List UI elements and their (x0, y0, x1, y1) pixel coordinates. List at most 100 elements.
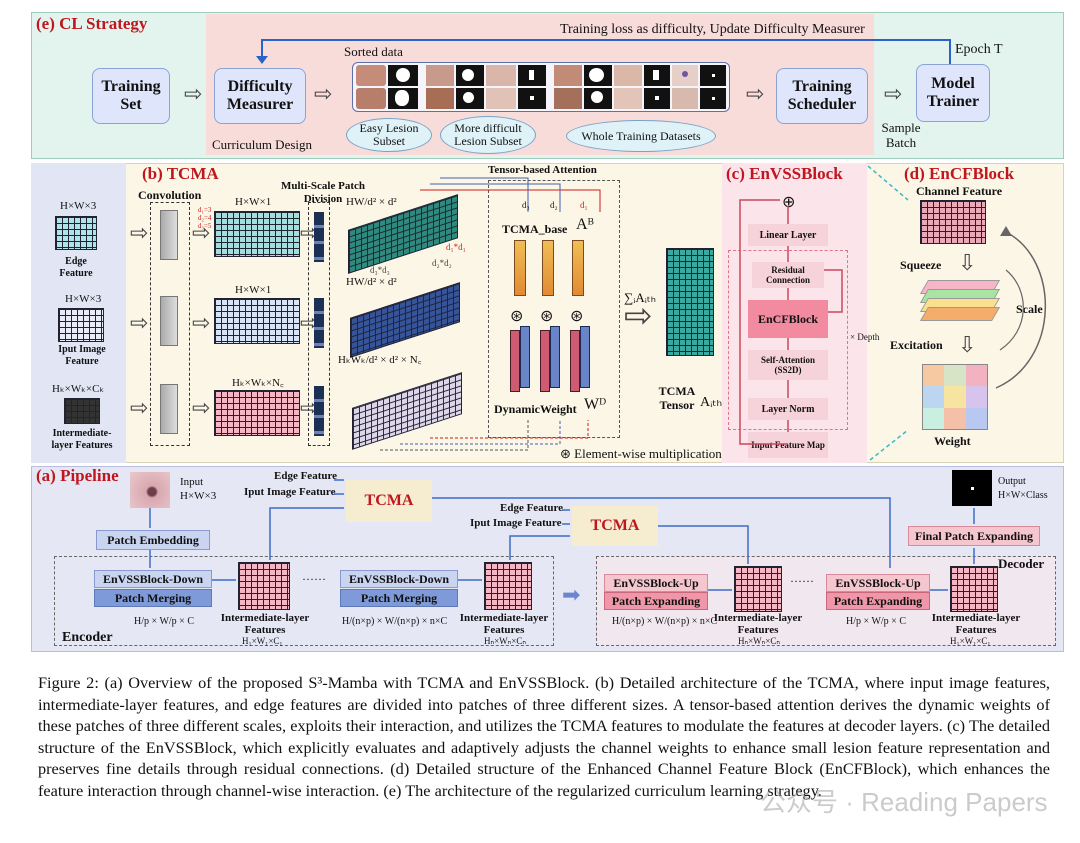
input-feature-grid (58, 308, 104, 342)
out2-dims: H×W×1 (235, 284, 272, 296)
envss-down-box-2: EnVSSBlock-Down (340, 570, 458, 588)
d1-label: d₁=3 (198, 206, 212, 214)
panel-tcma (31, 163, 1064, 463)
weight-cube (922, 364, 988, 430)
input-label: Input (180, 476, 204, 488)
pipeline-arrows (149, 479, 975, 591)
d3d3-label: d₃*d₃ (370, 265, 390, 275)
tcma-box-2: TCMA (572, 506, 658, 546)
arrow-icon: ⇨ (184, 81, 203, 106)
weight-bars (508, 326, 604, 396)
whole-dataset-images (554, 65, 728, 109)
feature-map-input (214, 298, 300, 344)
feature-dims-1: H₁×W₁×C₁ (242, 636, 283, 646)
feature-dims-3: Hₙ×Wₙ×Cₙ (738, 636, 780, 646)
arrow-icon: ⇨ (300, 395, 319, 420)
arrow-icon: ⇨ (192, 395, 211, 420)
arrow-icon: ⇨ (130, 310, 149, 335)
excitation-label: Excitation (890, 338, 943, 352)
feature-label-4: Intermediate-layer Features (931, 612, 1021, 636)
d1d1-label: d₁*d₁ (446, 242, 466, 252)
add-icon: ⊕ (782, 194, 796, 211)
tcma-box-1: TCMA (346, 480, 432, 522)
watermark: 公众号 · Reading Papers (760, 787, 1048, 817)
envss-flow-lines (739, 165, 909, 461)
elementwise-legend: ⊛ Element-wise multiplication (560, 446, 722, 461)
patch-embedding-box: Patch Embedding (96, 530, 210, 550)
arrow-icon: ⇨ (300, 310, 319, 335)
arrow-down-icon: ⇩ (958, 332, 977, 357)
envss-up-box-2: EnVSSBlock-Up (826, 574, 930, 592)
iput-image-feature-label-2: Iput Image Feature (470, 517, 562, 529)
wd-label: Wᴰ (584, 396, 606, 413)
feature-label-3: Intermediate-layer Features (713, 612, 803, 636)
dots-1: ······ (302, 572, 326, 586)
arrow-icon: ⇨ (884, 81, 903, 106)
difficult-subset-label: More difficult Lesion Subset (440, 116, 536, 154)
depth-label: × Depth (850, 332, 880, 342)
input-map-box: Input Feature Map (748, 432, 828, 458)
kernel-d3: d₃ (522, 200, 530, 210)
edge-feature-label-2: Edge Feature (500, 502, 564, 514)
arrow-icon: ⇨ (192, 310, 211, 335)
d2-label: d₂=4 (198, 214, 212, 222)
training-scheduler-box: Training Scheduler (776, 68, 868, 124)
patch-stack (314, 386, 324, 436)
feature-label-1: Intermediate-layer Features (220, 612, 310, 636)
kernel-d1: d₁ (580, 200, 588, 210)
feature-map-inter (214, 390, 300, 436)
scale-curve (995, 226, 1046, 389)
sample-batch-label: Sample Batch (881, 120, 921, 150)
dynamic-weight-label: DynamicWeight (494, 402, 577, 416)
curriculum-design-label: Curriculum Design (212, 137, 313, 152)
tcma-base-label: TCMA_base (502, 222, 568, 236)
envss-up-box-1: EnVSSBlock-Up (604, 574, 708, 592)
tensor-attention-region (488, 180, 620, 438)
edge-feature-label: Edge Feature (274, 470, 338, 482)
feature-cube-1 (238, 562, 290, 610)
base-bars (510, 240, 600, 296)
difficulty-measurer-label: Difficulty Measurer (226, 78, 294, 113)
loss-note: Training loss as difficulty, Update Diff… (560, 22, 865, 37)
whole-datasets-label: Whole Training Datasets (566, 120, 716, 152)
conv-block (160, 210, 178, 260)
layer-norm-box: Layer Norm (748, 398, 828, 420)
encf-box: EnCFBlock (748, 300, 828, 338)
arrow-down-icon: ⇩ (958, 250, 977, 275)
training-scheduler-label: Training Scheduler (787, 78, 857, 113)
encoder-label: Encoder (62, 630, 113, 645)
feature-cube-3 (734, 566, 782, 612)
panel-c-title: (c) EnVSSBlock (726, 164, 843, 183)
encoder-region (54, 556, 554, 646)
patch-expanding-box-2: Patch Expanding (826, 592, 930, 610)
patch-expanding-box-1: Patch Expanding (604, 592, 708, 610)
self-attn-box: Self-Attention (SS2D) (748, 350, 828, 380)
model-trainer-label: Model Trainer (926, 75, 980, 110)
envss-down-box-1: EnVSSBlock-Down (94, 570, 212, 588)
kernel-d2: d₂ (550, 200, 558, 210)
model-trainer-box: Model Trainer (916, 64, 990, 122)
epoch-label: Epoch T (955, 42, 1003, 57)
feature-dims-2: Hₙ×Wₙ×Cₙ (484, 636, 526, 646)
tcma-tensor-label: TCMA Tensor (658, 384, 696, 412)
linear-layer-box: Linear Layer (748, 224, 828, 246)
decoder-dims-2: H/p × W/p × C (846, 616, 906, 627)
panel-b-title: (b) TCMA (142, 164, 219, 183)
encoder-dims-2: H/(n×p) × W/(n×p) × n×C (342, 616, 448, 627)
feature-dims-4: H₁×W₁×C₁ (950, 636, 991, 646)
difficult-lesion-images (426, 65, 548, 109)
d2d2-label: d₂*d₂ (432, 258, 452, 268)
feature-map-edge (214, 211, 300, 257)
patch3-label: HₖWₖ/d² × d² × N꜀ (338, 354, 422, 366)
final-expanding-box: Final Patch Expanding (908, 526, 1040, 546)
edge-dims: H×W×3 (60, 200, 97, 212)
residual-box: Residual Connection (752, 262, 824, 288)
aith-label: Aᵢₜₕ (700, 395, 723, 410)
output-dims: H×W×Class (998, 490, 1048, 501)
d3-label: d₃=5 (198, 222, 212, 230)
arrow-icon: ⇨ (746, 81, 765, 106)
panel-e-title: (e) CL Strategy (36, 14, 148, 33)
elementwise-icon: ⊛ (570, 308, 584, 325)
patch-connector-lines (380, 177, 601, 451)
encoder-dims-1: H/p × W/p × C (134, 616, 194, 627)
